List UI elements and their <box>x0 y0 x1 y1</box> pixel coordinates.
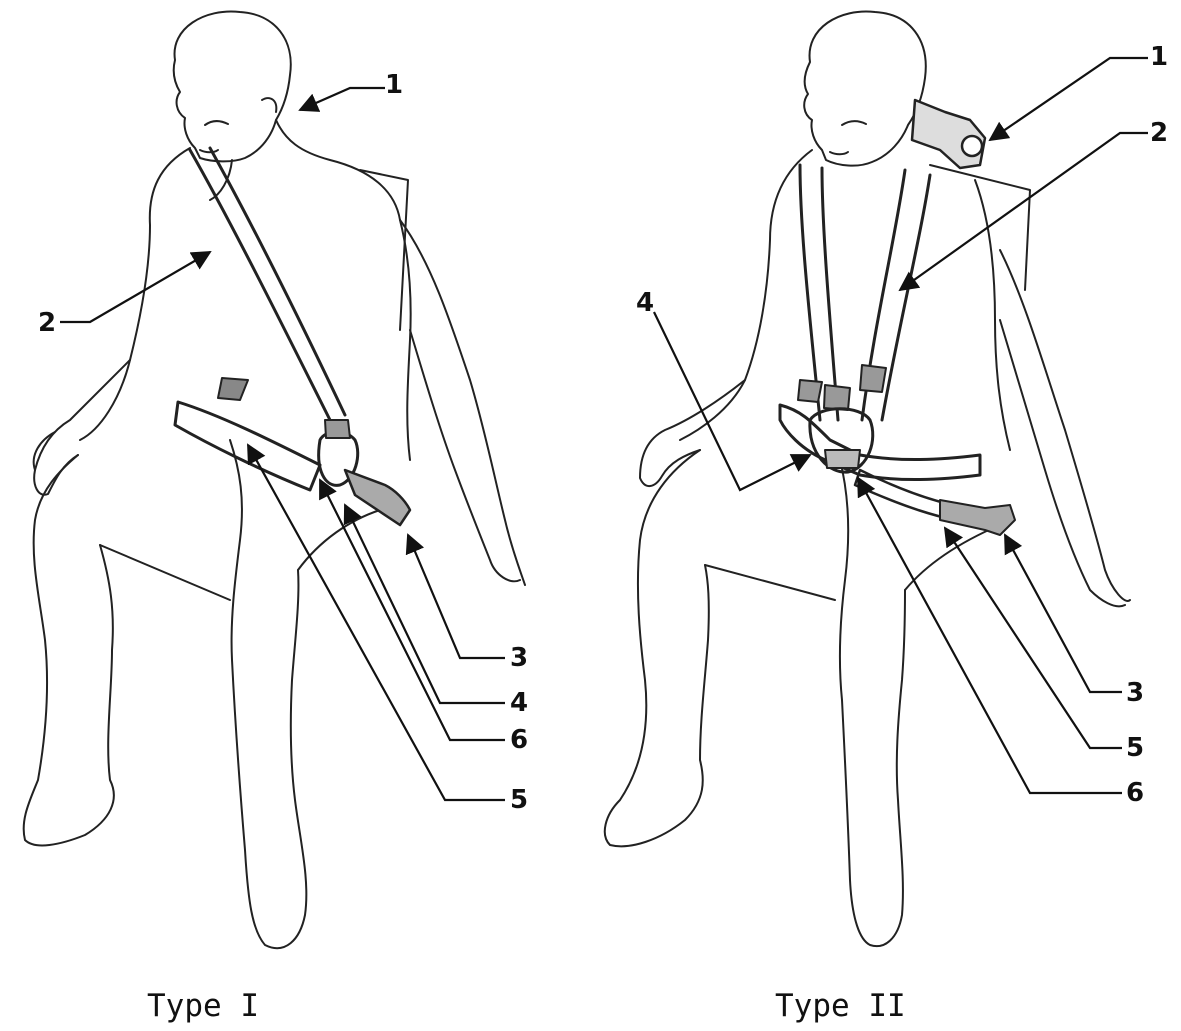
type-1-callout-2: 2 <box>38 310 56 336</box>
type-2-seat <box>705 565 835 600</box>
type-1-callout-3: 3 <box>510 645 528 671</box>
type-2-callout-4: 4 <box>636 290 654 316</box>
type-1-shoulder-belt <box>190 150 330 420</box>
type-1-callout-5: 5 <box>510 787 528 813</box>
type-2-head <box>804 11 926 165</box>
type-2-callout-1: 1 <box>1150 44 1168 70</box>
type-1-callout-6: 6 <box>510 727 528 753</box>
type-1-callout-4: 4 <box>510 690 528 716</box>
type-1-figure <box>24 11 525 948</box>
type-2-lap-belt <box>780 405 980 480</box>
type-1-torso <box>80 148 190 440</box>
type-1-callout-1: 1 <box>385 72 403 98</box>
type-2-figure <box>605 11 1130 946</box>
type-2-reel <box>912 100 985 168</box>
type-2-caption: Type II <box>775 991 906 1022</box>
type-2-torso <box>680 150 812 440</box>
type-1-head <box>174 11 291 161</box>
type-2-callout-5: 5 <box>1126 735 1144 761</box>
type-2-callout-2: 2 <box>1150 120 1168 146</box>
type-2-callout-3: 3 <box>1126 680 1144 706</box>
type-2-callout-6: 6 <box>1126 780 1144 806</box>
type-1-seat <box>100 545 230 600</box>
type-1-caption: Type I <box>147 991 259 1022</box>
